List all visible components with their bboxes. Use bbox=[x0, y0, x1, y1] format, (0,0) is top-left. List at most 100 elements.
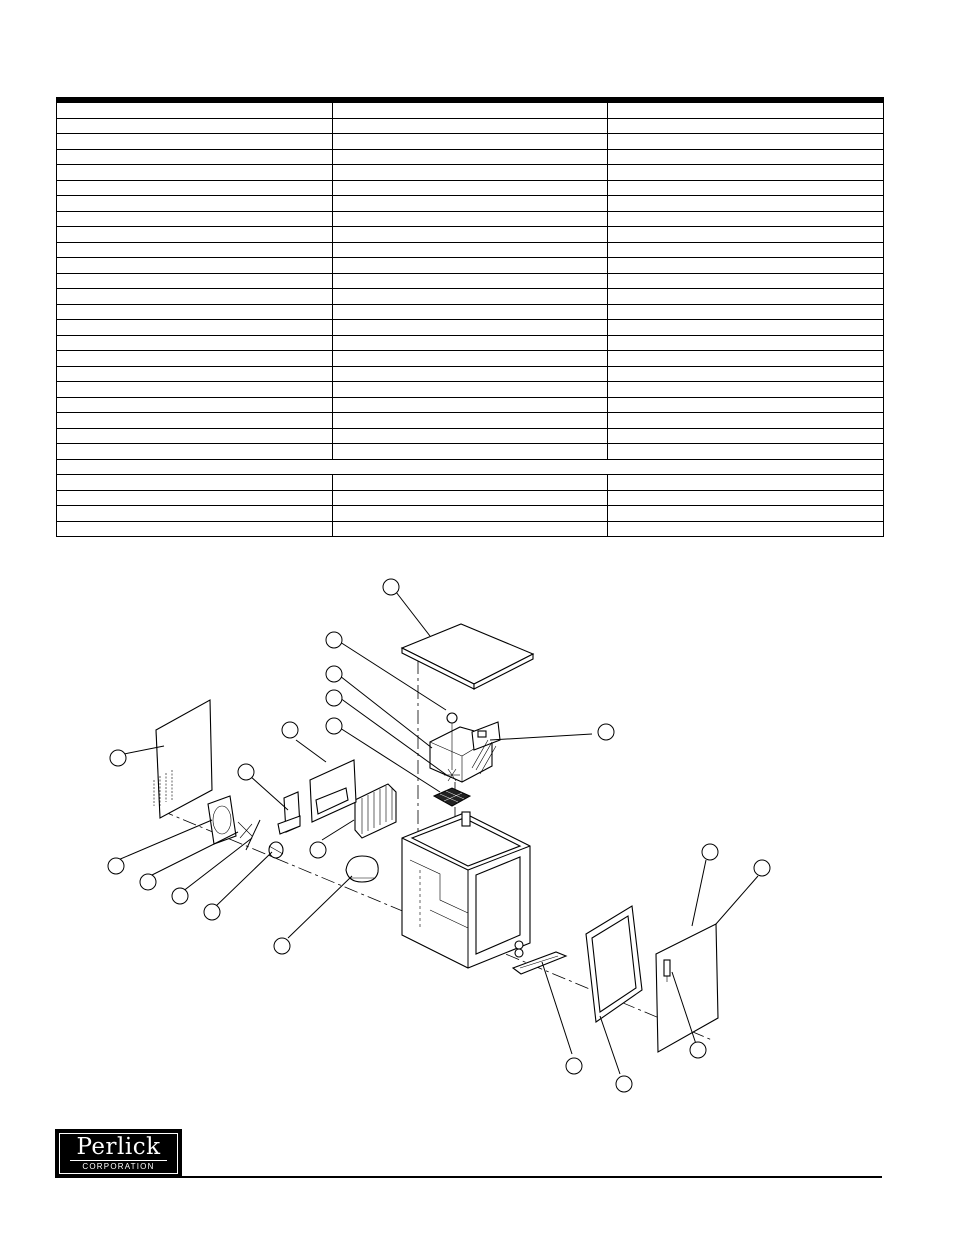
table-row bbox=[56, 272, 884, 289]
cell-item-number bbox=[56, 427, 333, 444]
cell-item-number bbox=[56, 350, 333, 367]
section-label bbox=[56, 458, 884, 475]
cell-item-number bbox=[56, 520, 333, 537]
cell-item-number bbox=[56, 210, 333, 227]
table-row bbox=[56, 396, 884, 413]
callout-leader-lines bbox=[117, 591, 759, 1075]
cell-part-number bbox=[331, 272, 609, 289]
callout-bubble bbox=[273, 937, 291, 955]
table-row bbox=[56, 164, 884, 181]
cell-item-number bbox=[56, 443, 333, 460]
callout-bubble bbox=[565, 1057, 583, 1075]
parts-table-body bbox=[56, 102, 884, 537]
door-panel-part bbox=[655, 923, 719, 1053]
header-item bbox=[56, 97, 333, 103]
table-row bbox=[56, 319, 884, 336]
table-row bbox=[56, 257, 884, 274]
cabinet-part bbox=[401, 811, 531, 969]
table-row bbox=[56, 288, 884, 305]
cell-part-number bbox=[331, 164, 609, 181]
table-header-row bbox=[56, 97, 884, 103]
callout-bubble bbox=[171, 887, 189, 905]
footer-divider bbox=[182, 1176, 882, 1178]
cell-item-number bbox=[56, 334, 333, 351]
callout-bubble bbox=[325, 717, 343, 735]
cell-item-number bbox=[56, 241, 333, 258]
cell-item-number bbox=[56, 412, 333, 429]
kickplate-part bbox=[511, 951, 568, 975]
table-row bbox=[56, 303, 884, 320]
cell-part-number bbox=[331, 520, 609, 537]
exploded-parts-diagram bbox=[107, 578, 771, 1093]
cell-item-number bbox=[56, 102, 333, 119]
cell-part-number bbox=[331, 210, 609, 227]
condenser-fan-part bbox=[207, 795, 284, 859]
cell-description bbox=[607, 427, 884, 444]
table-row bbox=[56, 365, 884, 382]
cell-part-number bbox=[331, 365, 609, 382]
callout-bubble bbox=[325, 665, 343, 683]
header-part-number bbox=[332, 97, 608, 103]
cell-part-number bbox=[331, 350, 609, 367]
cell-description bbox=[607, 319, 884, 336]
cell-description bbox=[607, 396, 884, 413]
table-row bbox=[56, 350, 884, 367]
table-row bbox=[56, 210, 884, 227]
table-row bbox=[56, 381, 884, 398]
cell-item-number bbox=[56, 179, 333, 196]
cell-description bbox=[607, 412, 884, 429]
cell-description bbox=[607, 148, 884, 165]
cell-item-number bbox=[56, 381, 333, 398]
cell-part-number bbox=[331, 489, 609, 506]
callout-bubble bbox=[107, 857, 125, 875]
cell-item-number bbox=[56, 117, 333, 134]
door-gasket-part bbox=[585, 905, 643, 1023]
cell-part-number bbox=[331, 474, 609, 491]
cell-description bbox=[607, 241, 884, 258]
cell-part-number bbox=[331, 334, 609, 351]
cell-part-number bbox=[331, 179, 609, 196]
cell-part-number bbox=[331, 241, 609, 258]
callout-bubble bbox=[689, 1041, 707, 1059]
table-row bbox=[56, 505, 884, 522]
table-row bbox=[56, 520, 884, 537]
table-row bbox=[56, 148, 884, 165]
callout-bubble bbox=[281, 721, 299, 739]
callout-bubble bbox=[701, 843, 719, 861]
table-row bbox=[56, 195, 884, 212]
compressor-part bbox=[345, 855, 379, 883]
table-row bbox=[56, 241, 884, 258]
cell-item-number bbox=[56, 195, 333, 212]
cell-description bbox=[607, 164, 884, 181]
cell-item-number bbox=[56, 319, 333, 336]
table-row bbox=[56, 474, 884, 491]
header-description bbox=[607, 97, 884, 103]
cell-item-number bbox=[56, 226, 333, 243]
cell-description bbox=[607, 226, 884, 243]
cell-description bbox=[607, 133, 884, 150]
cell-description bbox=[607, 117, 884, 134]
table-row bbox=[56, 443, 884, 460]
cell-item-number bbox=[56, 257, 333, 274]
cell-item-number bbox=[56, 272, 333, 289]
cell-part-number bbox=[331, 195, 609, 212]
cell-item-number bbox=[56, 505, 333, 522]
louver-vents bbox=[153, 770, 173, 806]
table-section-row bbox=[56, 458, 884, 475]
perlick-logo: Perlick CORPORATION bbox=[55, 1129, 182, 1178]
callout-bubbles bbox=[107, 578, 771, 1093]
cell-description bbox=[607, 350, 884, 367]
callout-bubble bbox=[109, 749, 127, 767]
rear-panel-part bbox=[153, 699, 213, 819]
cell-description bbox=[607, 443, 884, 460]
cell-item-number bbox=[56, 396, 333, 413]
logo-brand-text: Perlick bbox=[76, 1134, 161, 1160]
evaporator-housing-part bbox=[429, 712, 501, 783]
evaporator-grille-part bbox=[432, 787, 472, 807]
cell-part-number bbox=[331, 288, 609, 305]
top-panel-part bbox=[400, 623, 535, 690]
table-row bbox=[56, 117, 884, 134]
table-row bbox=[56, 489, 884, 506]
cell-part-number bbox=[331, 443, 609, 460]
cell-item-number bbox=[56, 133, 333, 150]
